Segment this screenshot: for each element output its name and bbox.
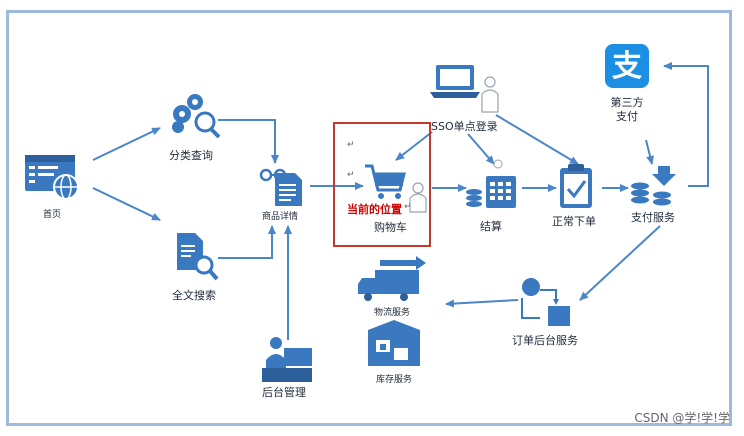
arrow-sso-to-checkout [467,133,495,165]
payment-coins-icon [631,166,676,206]
label-product-detail: 商品详情 [262,212,299,222]
glasses-document-icon [259,168,302,206]
current-position-highlight [333,122,431,247]
return-mark: ↵ [347,140,355,150]
label-inventory-service: 库存服务 [376,375,413,385]
admin-desk-icon [262,337,312,382]
label-normal-order: 正常下单 [552,215,596,228]
arrow-home-to-category [92,127,161,161]
arrow-payment-to-orderbackend [579,225,661,301]
label-cart: 购物车 [374,221,407,234]
label-backend-admin: 后台管理 [262,386,306,399]
label-third-party-line1: 第三方 [610,96,644,109]
arrow-sso-to-cart [395,131,433,161]
svg-text:支: 支 [612,49,642,84]
arrow-sso-to-order [495,114,579,165]
label-category-query: 分类查询 [169,149,213,162]
alipay-logo-icon: 支 [605,44,649,88]
order-backend-icon [521,278,570,326]
flow-arrows [92,62,709,340]
return-mark: ↵ [347,170,355,180]
label-sso-login: SSO单点登录 [431,120,498,133]
laptop-user-icon [430,65,499,113]
arrow-category-to-detail [218,119,279,164]
warehouse-forklift-icon [368,320,420,366]
arrow-orderbackend-to-logistics [445,299,519,308]
arrow-thirdparty-to-payment [645,139,654,165]
user-silhouette-icon [409,182,427,213]
label-home: 首页 [43,210,62,220]
shopping-cart-icon [365,164,406,199]
delivery-truck-icon [358,256,426,301]
document-search-icon [177,233,219,281]
checkout-calculator-icon [466,159,516,208]
watermark: CSDN @学!学!学 [634,411,730,425]
home-icon [25,155,79,200]
label-fulltext-search: 全文搜索 [172,289,216,302]
label-order-backend-service: 订单后台服务 [512,334,578,347]
label-third-party-line2: 支付 [616,110,638,123]
clipboard-check-icon [560,164,592,208]
label-logistics-service: 物流服务 [374,308,411,318]
label-checkout: 结算 [480,220,502,233]
arrow-home-to-search [92,187,161,221]
gears-search-icon [172,94,221,139]
return-mark: ↵ [404,202,412,212]
arrow-search-to-detail [218,225,276,259]
label-current-position: 当前的位置 [347,203,402,216]
label-payment-service: 支付服务 [631,211,675,224]
arrow-payment-to-thirdparty [663,62,709,187]
